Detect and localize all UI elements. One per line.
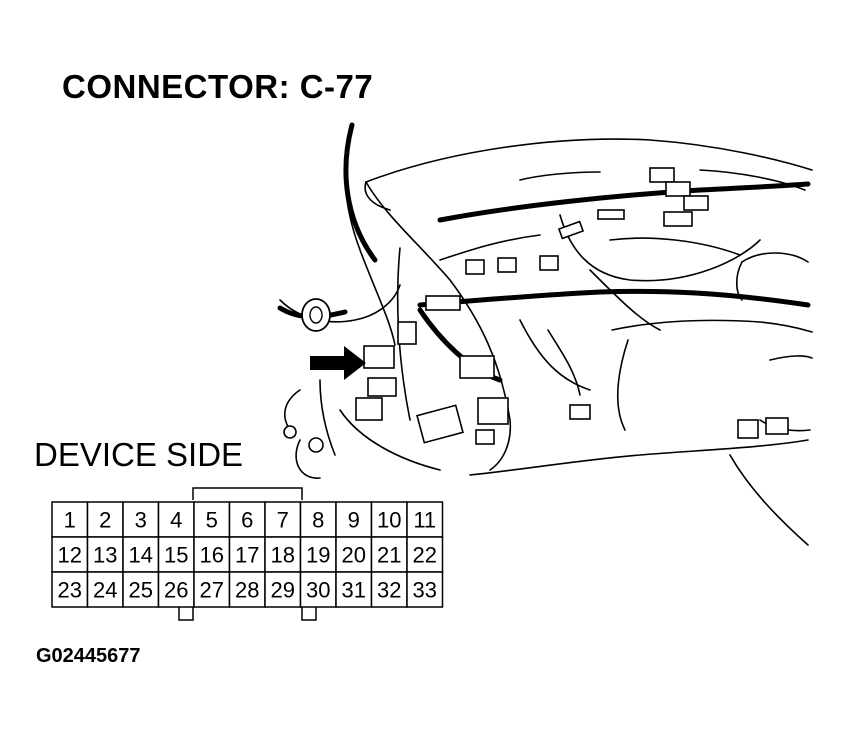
pin-number: 5	[206, 508, 218, 533]
pin-number: 27	[200, 578, 224, 603]
pin-cell	[193, 536, 231, 573]
pin-cell	[406, 571, 444, 608]
pin-number: 33	[413, 578, 437, 603]
device-side-label: DEVICE SIDE	[34, 436, 244, 473]
pin-cell	[51, 536, 89, 573]
pin-number: 3	[135, 508, 147, 533]
connector-title: CONNECTOR: C-77	[62, 68, 374, 105]
pin-number: 8	[312, 508, 324, 533]
pin-number: 22	[413, 543, 437, 568]
pin-number: 6	[241, 508, 253, 533]
pin-cell	[51, 571, 89, 608]
pin-number: 30	[306, 578, 330, 603]
pin-number: 19	[306, 543, 330, 568]
pin-number: 20	[342, 543, 366, 568]
pin-cell	[228, 571, 266, 608]
pin-cell	[299, 571, 337, 608]
pin-number: 15	[164, 543, 188, 568]
pin-cell	[370, 501, 408, 538]
pin-number: 2	[99, 508, 111, 533]
pin-number: 24	[93, 578, 117, 603]
pin-number: 7	[277, 508, 289, 533]
pin-cell	[299, 536, 337, 573]
pin-cell	[122, 571, 160, 608]
pin-cell	[406, 536, 444, 573]
pin-number: 9	[348, 508, 360, 533]
pin-cell	[157, 571, 195, 608]
pin-number: 28	[235, 578, 259, 603]
pin-cell	[122, 501, 160, 538]
pin-number: 25	[129, 578, 153, 603]
pin-number: 12	[58, 543, 82, 568]
pin-number: 18	[271, 543, 295, 568]
figure-code: G02445677	[36, 645, 141, 667]
pin-number: 17	[235, 543, 259, 568]
pin-number: 16	[200, 543, 224, 568]
pin-cell	[264, 571, 302, 608]
pin-number: 26	[164, 578, 188, 603]
pin-number: 14	[129, 543, 153, 568]
pin-cell	[86, 501, 124, 538]
pin-number: 11	[413, 508, 436, 533]
pin-number: 31	[342, 578, 366, 603]
pin-number: 23	[58, 578, 82, 603]
pin-number: 10	[377, 508, 401, 533]
pin-number: 1	[64, 508, 76, 533]
c77-pointer-arrow	[310, 346, 366, 380]
pin-number: 4	[170, 508, 182, 533]
pin-number: 21	[377, 543, 401, 568]
pin-number: 13	[93, 543, 117, 568]
pin-number: 29	[271, 578, 295, 603]
pin-cell	[370, 571, 408, 608]
pin-number: 32	[377, 578, 401, 603]
